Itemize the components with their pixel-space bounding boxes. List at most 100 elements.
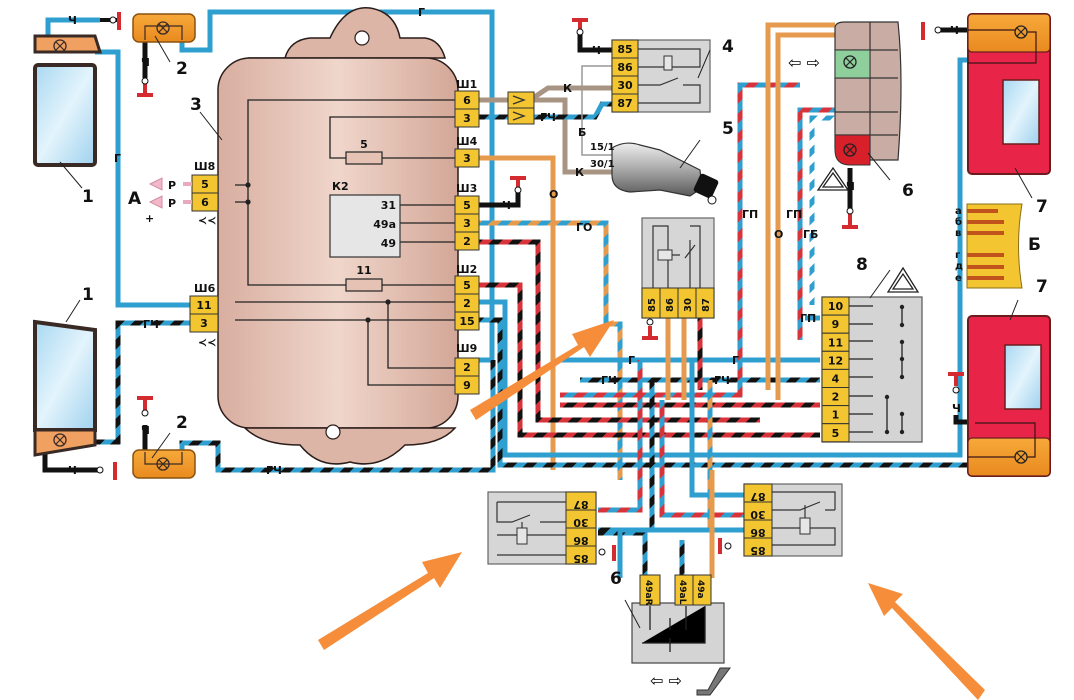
socket-sh4-label: Ш4	[456, 135, 478, 148]
pin: 30	[617, 79, 633, 92]
component-number: 8	[856, 255, 868, 275]
wire-label: О	[774, 228, 783, 241]
arrow-icon	[318, 552, 462, 650]
pin-box	[821, 423, 850, 443]
pin: 85	[617, 43, 632, 56]
socket-sh6: Ш6 11 3 ≺≺	[189, 282, 219, 349]
wire-label: Ч	[68, 464, 77, 477]
pin: 30	[683, 298, 694, 312]
pin: 2	[463, 297, 471, 310]
pin: 85	[573, 552, 588, 565]
wire-sh3-5-ch	[478, 188, 521, 208]
pin: 6	[201, 196, 209, 209]
k2-pin: 31	[381, 199, 396, 212]
component-number: 2	[176, 413, 188, 433]
pin: 30	[573, 516, 589, 529]
ecu-connectors: Ш1 6 3 Ш4 3 Ш3 5 3 2 Ш2 5 2 15 Ш9 2	[145, 78, 480, 395]
ground-icon	[842, 207, 858, 229]
pin-letter: е	[955, 273, 962, 284]
fuse-11-label: 11	[356, 264, 371, 277]
highlight-arrows	[318, 320, 985, 700]
pin: 5	[463, 199, 471, 212]
k2-relay	[329, 194, 401, 258]
k2-pin: 49	[381, 237, 396, 250]
hazard-triangle-icon	[816, 166, 850, 191]
wire-k-relay4	[528, 85, 612, 103]
wire-label: ГБ	[803, 228, 818, 241]
input-label: Р	[168, 197, 176, 210]
pin: 11	[828, 336, 843, 349]
center-relay: 85 86 30 87	[641, 217, 715, 319]
detail-label-a: А	[128, 189, 142, 209]
wire-label: Ч	[592, 44, 601, 57]
turn-arrows-icon: ⇦ ⇨	[650, 671, 682, 690]
ground-icon	[96, 462, 117, 480]
hazard-triangle-icon	[886, 266, 920, 293]
socket-sh1: Ш1 6 3	[454, 78, 480, 128]
wire-labels: Ч Ч Г Г ГЧ Ч Ч ГЧ Ч К ГЧ Б К Ч О ГО ГП Г…	[68, 6, 961, 477]
ground-icon	[718, 538, 732, 554]
wire-label: ГЧ	[266, 464, 282, 477]
ground-icon	[948, 372, 964, 394]
pin: 49aR	[643, 580, 653, 606]
wire-stalk-l	[617, 527, 745, 578]
pin: 15	[459, 315, 474, 328]
component-number: 7	[1036, 197, 1048, 217]
pin: 2	[832, 391, 840, 404]
fuse-5	[345, 151, 383, 165]
ground-icon	[109, 12, 121, 30]
fuse-connector	[507, 91, 535, 125]
pin: 9	[463, 379, 471, 392]
wire-bundle-1	[598, 360, 643, 513]
component-number: 1	[82, 285, 94, 305]
component-number: 2	[176, 59, 188, 79]
ground-icon	[137, 396, 153, 417]
ign-pin: 30/1	[590, 159, 615, 170]
side-mirror-top	[33, 34, 103, 167]
stalk-switch-6: 49aR 49aL 49a ⇦ ⇨	[631, 574, 731, 696]
detail-label-b: Б	[1028, 235, 1041, 255]
wire-sh3-2	[478, 239, 760, 423]
wire-gp-1	[797, 107, 835, 340]
wire-o-right-2	[775, 32, 835, 400]
side-mirror-bottom	[33, 319, 97, 457]
ign-pin: 15/1	[590, 142, 615, 153]
wire-left-g	[95, 49, 200, 308]
component-number: 6	[610, 569, 622, 589]
pin: 87	[617, 97, 632, 110]
pin: 85	[647, 298, 658, 312]
plus-label: +	[145, 212, 154, 225]
pin: 3	[463, 112, 471, 125]
wire-label: Ч	[68, 14, 77, 27]
wire-label: Б	[578, 126, 586, 139]
wire-label: ГЧ	[601, 374, 617, 387]
wire-top-ch	[45, 17, 100, 36]
socket-sh9: Ш9 2 9	[454, 342, 480, 395]
wire-label: ГП	[800, 312, 816, 325]
pin-letter: д	[955, 261, 963, 272]
tail-lamp-top	[967, 13, 1051, 175]
pin: 2	[463, 361, 471, 374]
relay-4: 85 86 30 87	[611, 39, 711, 113]
pin-letter: г	[955, 250, 960, 261]
wire-sh6-gch	[95, 320, 196, 445]
ground-icon	[921, 22, 942, 40]
wire-label: Ч	[141, 424, 150, 437]
pin: 3	[200, 317, 208, 330]
pin: 5	[463, 279, 471, 292]
arrow-icon	[868, 583, 985, 700]
stalk-lever-icon	[696, 667, 731, 696]
socket-sh1-label: Ш1	[456, 78, 477, 91]
pin: 12	[828, 354, 843, 367]
ecu-unit-3: 5 11 К2 31 49a 49	[217, 7, 459, 465]
wire-sh2-2	[478, 57, 975, 458]
socket-sh2-label: Ш2	[456, 263, 477, 276]
wire-label: ГП	[742, 208, 758, 221]
wire-label: Ч	[502, 199, 511, 212]
pin: 6	[463, 94, 471, 107]
k2-pin: 49a	[373, 218, 396, 231]
component-number: 6	[902, 181, 914, 201]
pin: 3	[463, 217, 471, 230]
ignition-switch-5: 15/1 30/1	[590, 142, 719, 205]
